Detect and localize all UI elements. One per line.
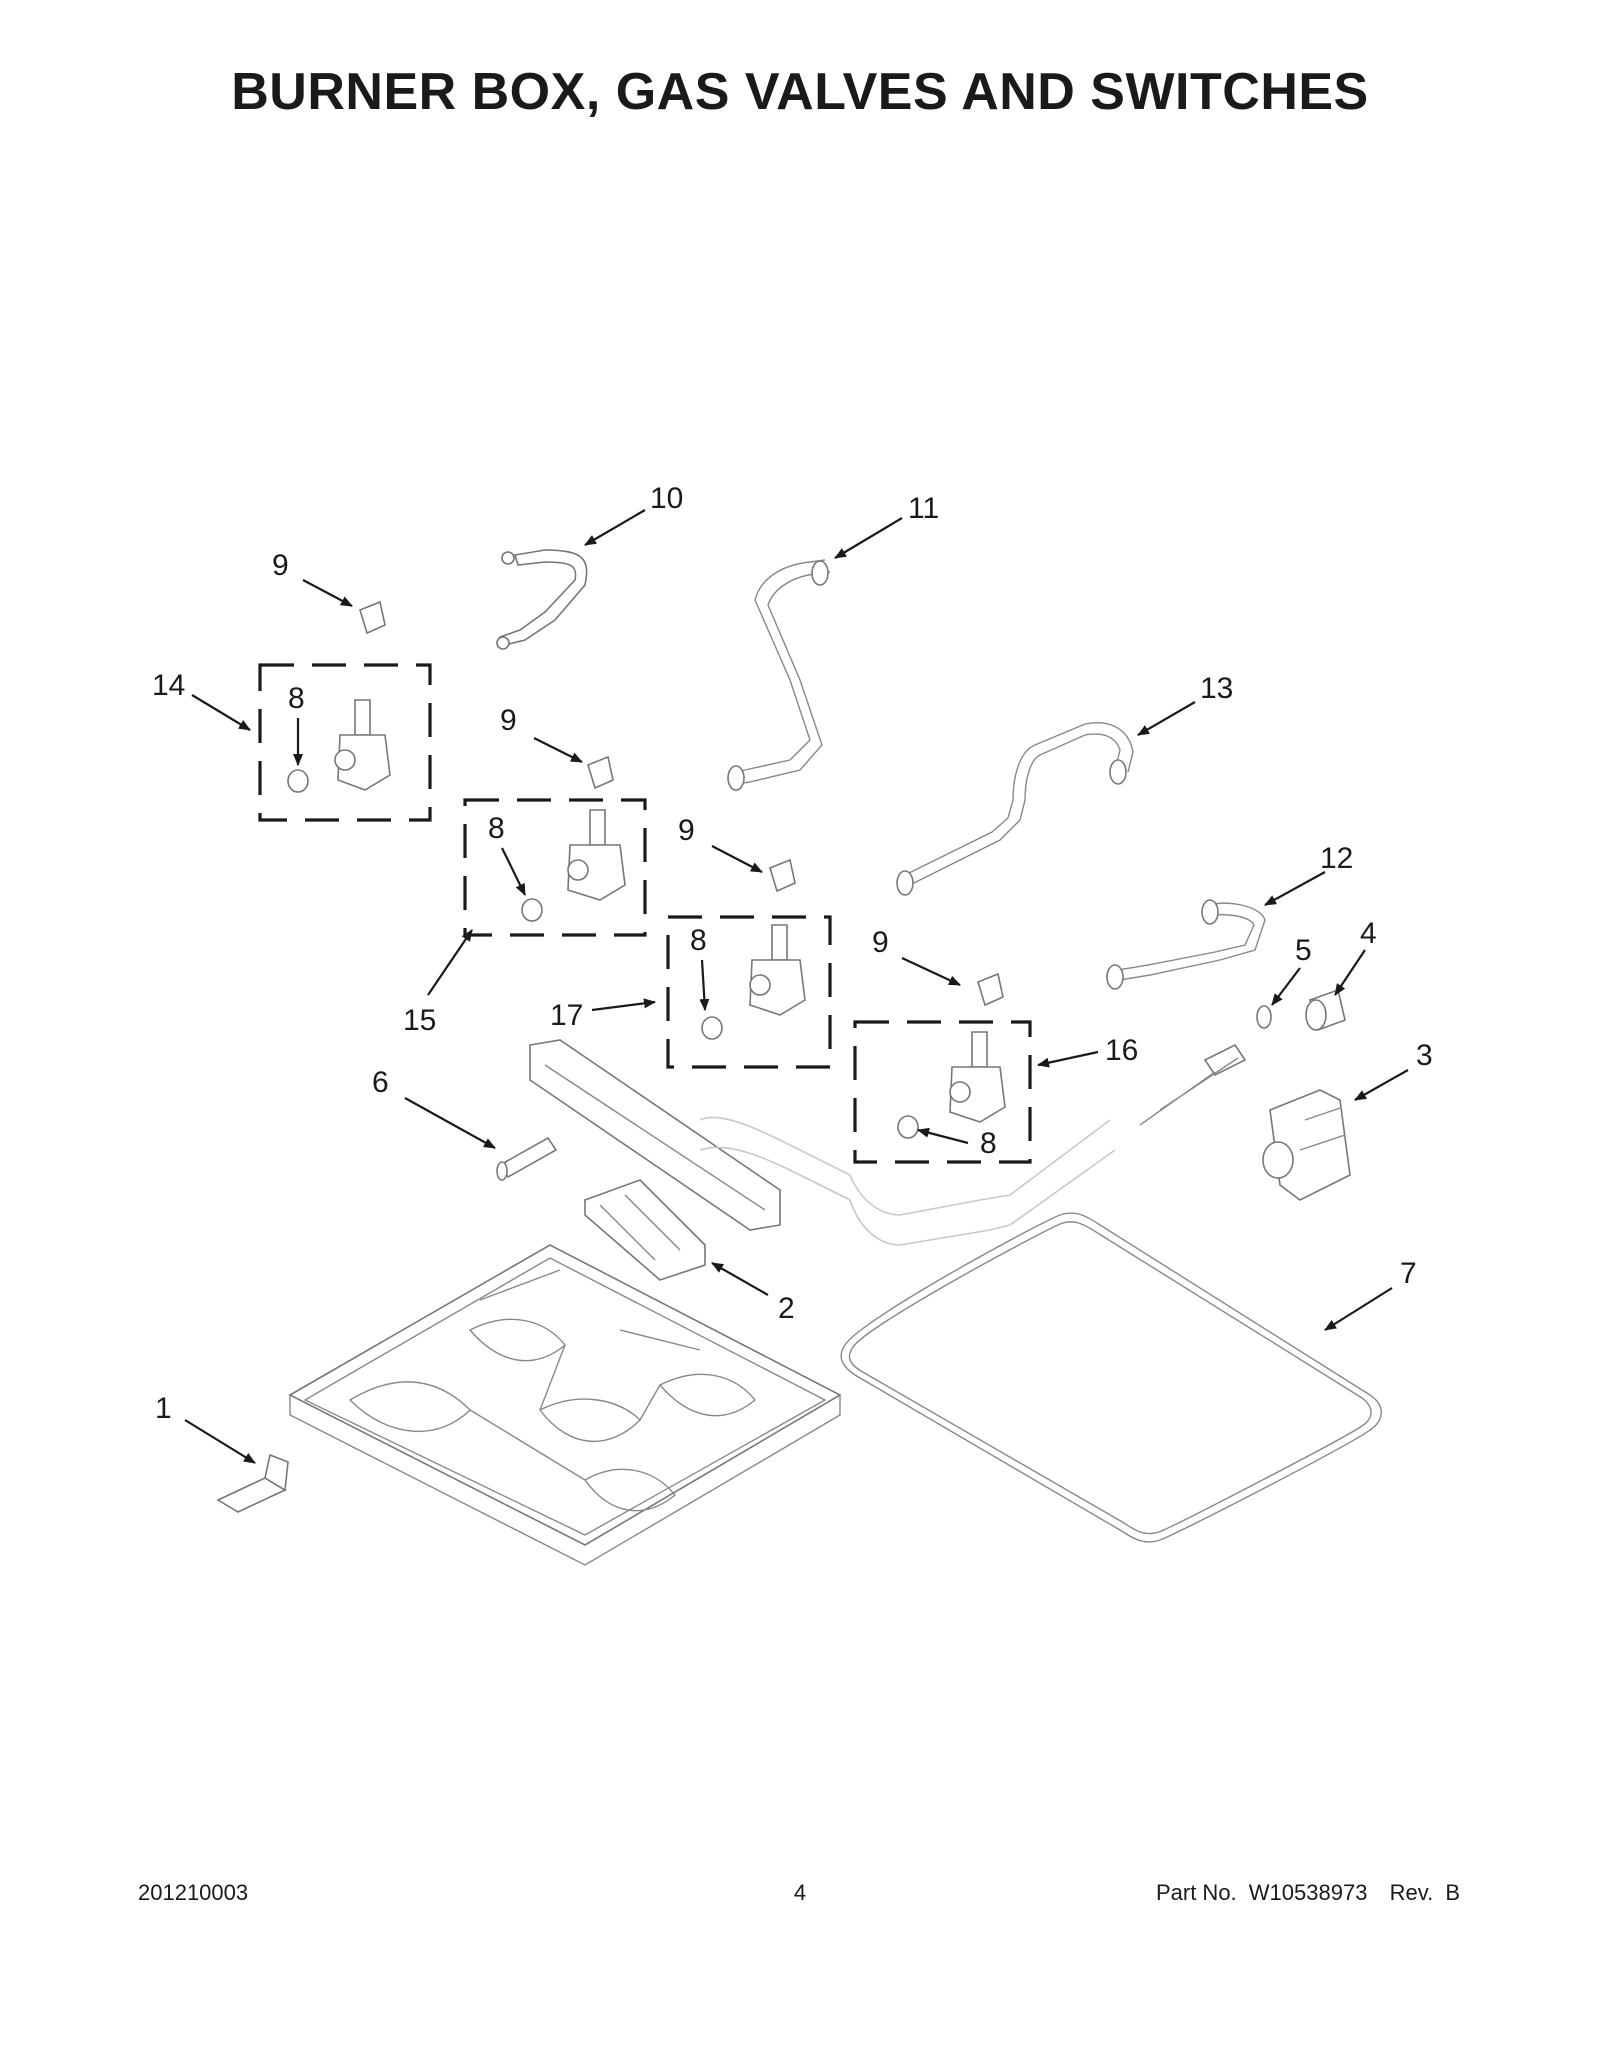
part-11-gas-tube <box>727 559 831 791</box>
page-title: BURNER BOX, GAS VALVES AND SWITCHES <box>231 63 1369 121</box>
callout-9-valve-17: 9 <box>678 814 695 847</box>
part-10-gas-tube <box>496 549 588 650</box>
part-6-screw <box>496 1136 558 1181</box>
callout-2: 2 <box>778 1292 795 1325</box>
footer-rev-label: Rev. <box>1389 1880 1434 1905</box>
manifold-rail <box>529 1039 1116 1246</box>
callout-8-valve-14: 8 <box>288 682 305 715</box>
callout-9-valve-15: 9 <box>500 704 517 737</box>
callout-14: 14 <box>152 669 185 702</box>
callout-8-valve-17: 8 <box>690 924 707 957</box>
callout-8-valve-15: 8 <box>488 812 505 845</box>
footer-page-number: 4 <box>793 1880 807 1905</box>
callout-9-valve-16: 9 <box>872 926 889 959</box>
burner-box <box>288 1244 842 1566</box>
callout-17: 17 <box>550 999 583 1032</box>
valve-15-group <box>463 755 647 937</box>
callout-5: 5 <box>1295 934 1312 967</box>
callout-6: 6 <box>372 1066 389 1099</box>
callout-13: 13 <box>1200 672 1233 705</box>
valve-14-group <box>258 600 432 822</box>
inlet-pipe <box>1139 1043 1247 1126</box>
valve-17-group <box>666 858 832 1069</box>
footer-part-number: W10538973 <box>1248 1880 1368 1905</box>
callout-12: 12 <box>1320 842 1353 875</box>
footer-rev: B <box>1445 1880 1460 1905</box>
callout-3: 3 <box>1416 1039 1433 1072</box>
footer-document-code: 201210003 <box>138 1880 249 1905</box>
callout-7: 7 <box>1400 1257 1417 1290</box>
valve-16-group <box>853 972 1032 1164</box>
part-3-pressure-regulator <box>1262 1089 1351 1201</box>
callout-10: 10 <box>650 482 683 515</box>
callout-15: 15 <box>403 1004 436 1037</box>
part-7-gasket <box>840 1212 1382 1543</box>
leader-lines <box>184 509 1409 1464</box>
callout-11: 11 <box>908 492 939 525</box>
part-4-elbow-fitting <box>1305 988 1346 1032</box>
footer-part-label: Part No. <box>1155 1880 1237 1905</box>
callout-1: 1 <box>155 1392 172 1425</box>
part-5-washer <box>1256 1005 1272 1029</box>
footer-part-info: Part No. W10538973 Rev. B <box>1150 1880 1460 1906</box>
callout-labels: 1 2 3 4 5 6 7 8 8 8 8 9 9 9 9 10 11 12 1… <box>152 482 1433 1425</box>
part-12-gas-tube <box>1106 899 1266 990</box>
part-13-gas-tube <box>896 722 1134 896</box>
callout-9-valve-14: 9 <box>272 549 289 582</box>
callout-16: 16 <box>1105 1034 1138 1067</box>
callout-8-valve-16: 8 <box>980 1127 997 1160</box>
callout-4: 4 <box>1360 917 1377 950</box>
part-1-switch-clip <box>216 1453 289 1513</box>
part-2-switch-block <box>584 1179 706 1281</box>
